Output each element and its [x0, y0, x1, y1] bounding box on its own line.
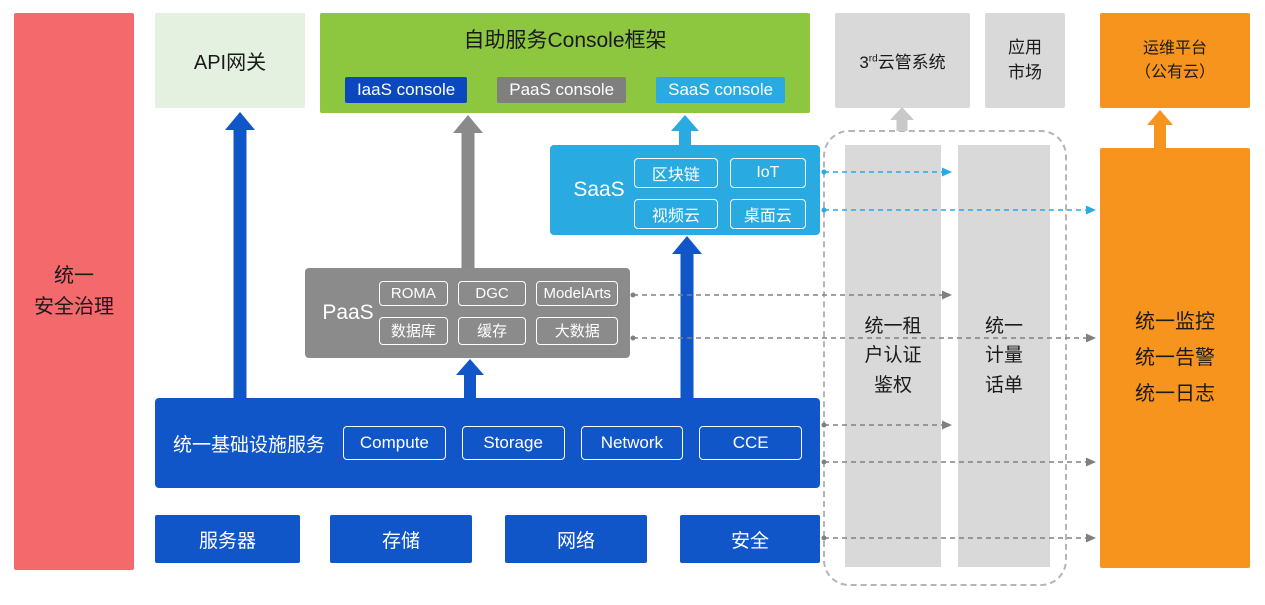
paas-box: PaaS ROMA DGC ModelArts 数据库 缓存 大数据 — [305, 268, 630, 358]
third-party-superscript: rd — [868, 53, 878, 65]
shared-services-frame — [823, 130, 1067, 586]
app-market-box: 应用 市场 — [985, 13, 1065, 108]
saas-services-grid: 区块链 IoT 视频云 桌面云 — [634, 158, 806, 229]
saas-item-blockchain: 区块链 — [634, 158, 718, 188]
paas-item-dgc: DGC — [457, 281, 527, 306]
tenant-auth-bar: 统一租 户认证 鉴权 — [845, 145, 941, 567]
paas-item-database: 数据库 — [379, 316, 448, 345]
hardware-network-box: 网络 — [505, 515, 647, 563]
paas-item-cache: 缓存 — [457, 316, 527, 345]
hardware-storage-box: 存储 — [330, 515, 472, 563]
iaas-item-storage: Storage — [461, 426, 565, 460]
third-party-cloud-label: 3rd云管系统 — [859, 53, 946, 72]
paas-label: PaaS — [322, 301, 374, 324]
saas-box: SaaS 区块链 IoT 视频云 桌面云 — [550, 145, 820, 235]
hardware-security-box: 安全 — [680, 515, 820, 563]
arrow-frame-to-third-party — [890, 107, 914, 131]
arrow-om-to-platform — [1147, 110, 1173, 148]
arrow-saas-to-console — [671, 115, 699, 146]
arrow-iaas-to-saas — [672, 236, 702, 399]
console-framework-title: 自助服务Console框架 — [463, 29, 667, 52]
arrow-paas-to-console — [453, 115, 483, 268]
metering-billing-bar: 统一 计量 话单 — [958, 145, 1050, 567]
iaas-label: 统一基础设施服务 — [173, 434, 326, 456]
arrow-iaas-to-api-gateway — [225, 112, 255, 398]
paas-item-bigdata: 大数据 — [536, 316, 618, 345]
hardware-server-box: 服务器 — [155, 515, 300, 563]
iaas-item-network: Network — [580, 426, 684, 460]
saas-console-badge: SaaS console — [656, 77, 786, 103]
iaas-item-cce: CCE — [699, 426, 803, 460]
iaas-item-compute: Compute — [343, 426, 446, 460]
paas-item-modelarts: ModelArts — [536, 281, 618, 306]
saas-item-desktop-cloud: 桌面云 — [729, 199, 806, 229]
arrow-iaas-to-paas — [456, 359, 484, 399]
saas-item-iot: IoT — [729, 158, 806, 188]
paas-services-grid: ROMA DGC ModelArts 数据库 缓存 大数据 — [379, 281, 618, 345]
paas-console-badge: PaaS console — [497, 77, 627, 103]
third-party-cloud-box: 3rd云管系统 — [835, 13, 970, 108]
console-buttons-row: IaaS console PaaS console SaaS console — [334, 77, 796, 103]
iaas-services-row: Compute Storage Network CCE — [343, 426, 803, 460]
saas-item-video-cloud: 视频云 — [634, 199, 718, 229]
security-governance-bar: 统一 安全治理 — [14, 13, 134, 570]
console-framework-box: 自助服务Console框架 IaaS console PaaS console … — [320, 13, 810, 113]
om-services-box: 统一监控 统一告警 统一日志 — [1100, 148, 1250, 568]
api-gateway-box: API网关 — [155, 13, 305, 108]
iaas-box: 统一基础设施服务 Compute Storage Network CCE — [155, 398, 820, 488]
om-platform-box: 运维平台 （公有云） — [1100, 13, 1250, 108]
iaas-console-badge: IaaS console — [344, 77, 468, 103]
saas-label: SaaS — [573, 178, 625, 201]
paas-item-roma: ROMA — [379, 281, 448, 306]
